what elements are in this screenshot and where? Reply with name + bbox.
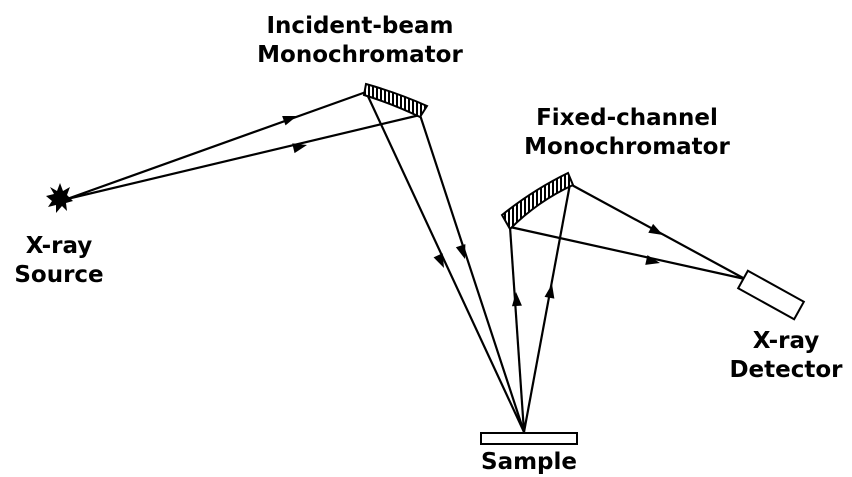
fixed-monochromator-label: Fixed-channel Monochromator	[512, 104, 742, 162]
xray-source-label-line1: X-ray	[25, 233, 93, 259]
xray-detector-label-line1: X-ray	[752, 328, 820, 354]
fixed-monochromator-label-line1: Fixed-channel	[536, 105, 718, 131]
xray-source-label: X-ray Source	[0, 232, 118, 290]
beam-sample-to-fixed-mono-1	[508, 226, 526, 433]
arrowhead	[282, 116, 297, 126]
incident-monochromator-crystal	[362, 82, 429, 119]
incident-monochromator-label-line1: Incident-beam	[266, 13, 454, 39]
incident-monochromator-label-line2: Monochromator	[257, 42, 463, 68]
arrowhead	[648, 223, 663, 235]
beam-fixed-mono-to-detector-2	[509, 225, 746, 281]
arrowhead	[292, 143, 307, 154]
fixed-monochromator-label-line2: Monochromator	[524, 134, 730, 160]
arrowhead	[645, 255, 660, 265]
fixed-monochromator-crystal	[500, 171, 575, 231]
xray-detector-box	[736, 269, 806, 321]
sample-label: Sample	[459, 448, 599, 477]
xray-source-label-line2: Source	[14, 262, 104, 288]
sample-label-text: Sample	[481, 449, 577, 475]
beam-sample-to-fixed-mono-2	[522, 183, 572, 433]
xray-source-icon	[46, 183, 73, 213]
arrowhead	[511, 292, 522, 307]
arrowhead	[455, 244, 466, 259]
incident-monochromator-label: Incident-beam Monochromator	[255, 12, 465, 70]
xray-detector-label: X-ray Detector	[722, 327, 850, 385]
beam-source-to-incident-mono-1	[66, 90, 367, 201]
beam-incident-mono-to-sample-1	[365, 91, 525, 433]
sample-plate	[480, 432, 578, 445]
beam-arrowheads	[282, 116, 663, 307]
arrowhead	[433, 253, 444, 268]
beam-source-to-incident-mono-2	[66, 113, 421, 201]
beam-incident-mono-to-sample-2	[418, 114, 526, 433]
xray-detector-label-line2: Detector	[729, 357, 843, 383]
arrowhead	[544, 284, 555, 299]
